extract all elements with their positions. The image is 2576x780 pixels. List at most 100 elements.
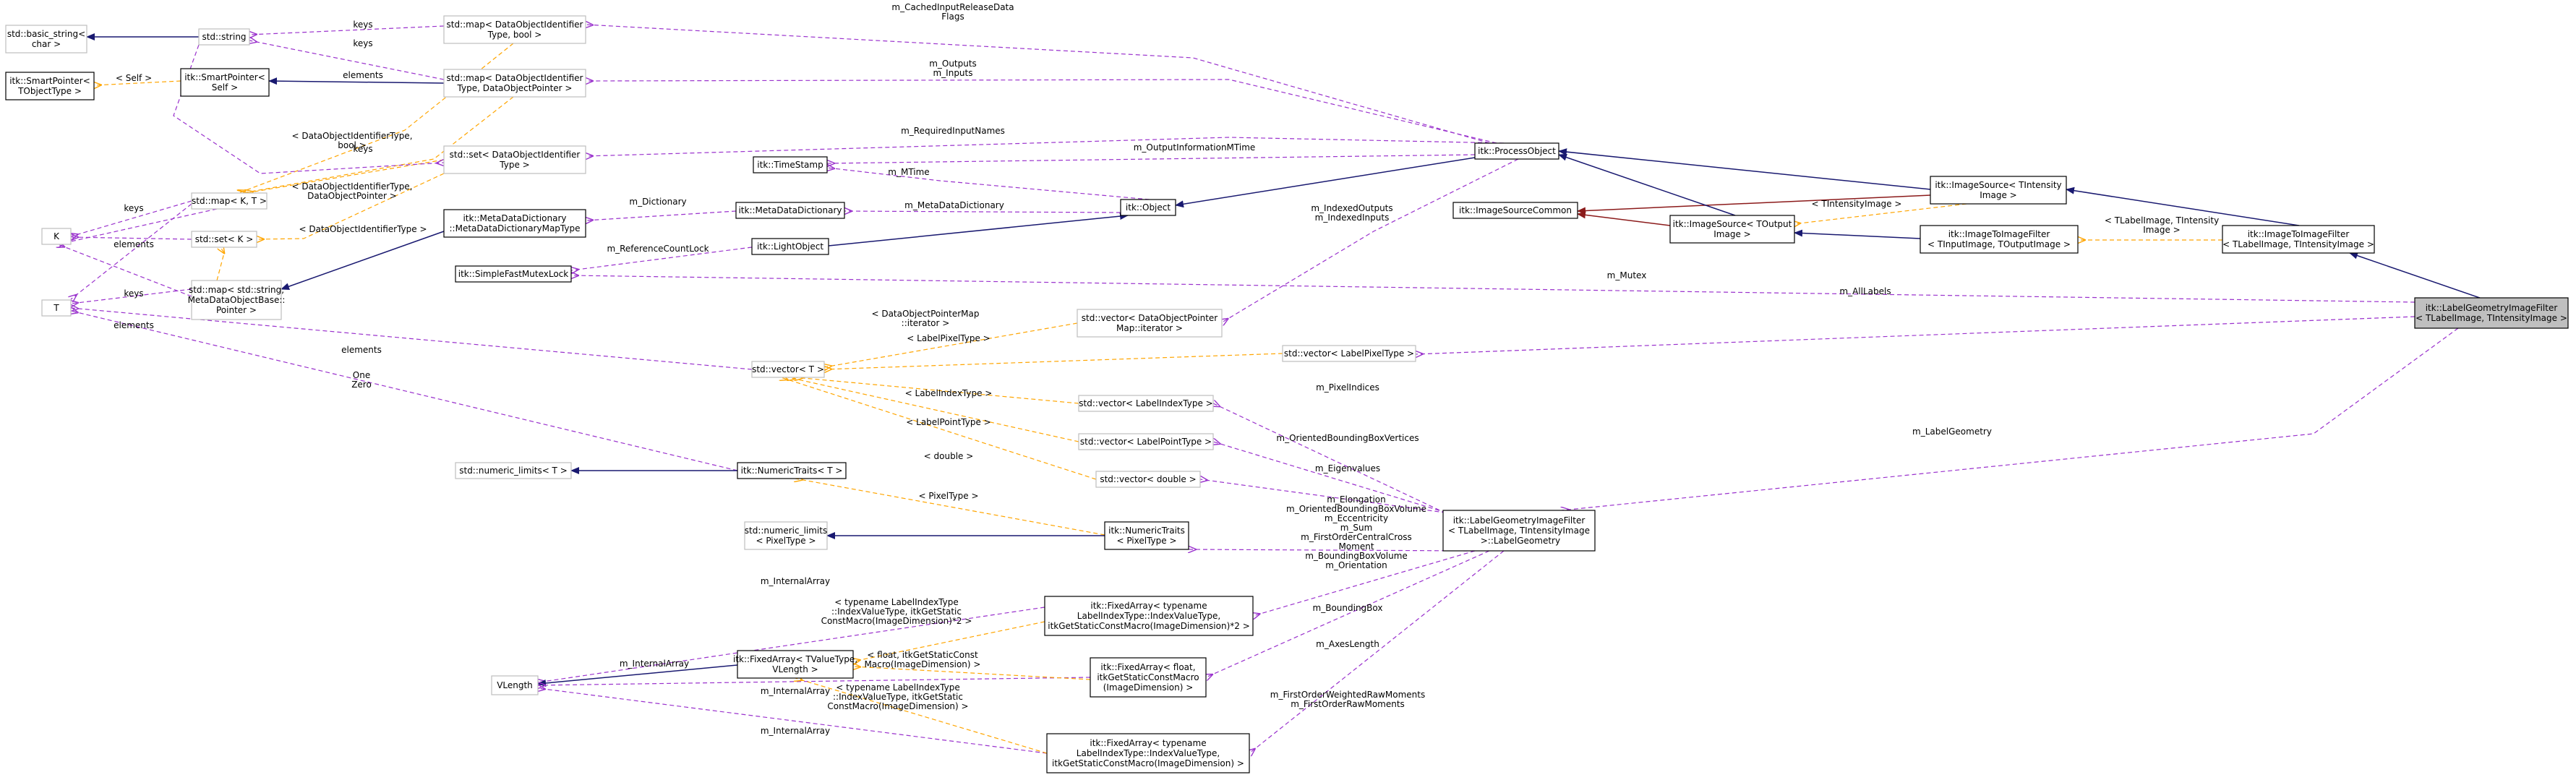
edge-label-elements-4: elements [341,345,382,355]
edge-label-ref-count-lock: m_ReferenceCountLock [607,244,709,254]
class-node-box [1095,471,1201,488]
class-node-smartpointer-tobject[interactable]: itk::SmartPointer<TObjectType > [5,72,95,100]
edge-usage-e35 [173,44,444,174]
class-node-box [2414,297,2569,329]
class-node-name: itk::SmartPointer<Self > [184,72,265,93]
edge-label-keys-5: keys [124,288,143,299]
edge-label-line: m_Dictionary [629,197,686,207]
class-node-fixedarray-float[interactable]: itk::FixedArray< float,itkGetStaticConst… [1090,657,1207,698]
edge-inherit-e20 [1558,153,1736,216]
class-node-name-line: (ImageDimension) > [1103,682,1194,693]
class-node-name: itk::SimpleFastMutexLock [458,269,569,279]
edge-template-e38 [257,173,445,239]
edge-label-line: m_InternalArray [761,726,830,736]
edge-label-line: bool > [338,140,367,150]
class-node-vector-labelpoint: std::vector< LabelPointType > [1078,433,1214,450]
class-node-box [1669,215,1795,244]
class-node-name-line: itk::FixedArray< TValueType, [733,654,857,664]
edge-label-line: DataObjectPointer > [307,191,397,201]
class-node-name-line: char > [32,39,61,49]
edge-template-e44 [824,353,1283,369]
class-node-numeric-traits-pixel[interactable]: itk::NumericTraits< PixelType > [1104,521,1189,550]
edge-label-keys-1: keys [353,20,372,30]
edge-label-keys-4: keys [124,203,143,213]
class-node-image-source-common[interactable]: itk::ImageSourceCommon [1452,202,1578,219]
class-node-box [737,462,847,479]
class-node-name: std::map< K, T > [192,196,267,206]
edge-label-line: < typename LabelIndexType [834,597,959,607]
edge-label-line: keys [124,203,143,213]
class-node-box [1046,733,1250,773]
class-node-name-line: itk::SmartPointer< [184,72,265,82]
edge-label-line: m_Outputs [929,59,977,69]
edge-label-line: < typename LabelIndexType [836,682,960,693]
class-node-t: T [41,299,72,317]
class-node-image-to-image-tlabel[interactable]: itk::ImageToImageFilter< TLabelImage, TI… [2222,225,2375,254]
edge-label-line: ConstMacro(ImageDimension)*2 > [821,616,972,626]
class-node-map-string-mdob: std::map< std::string,MetaDataObjectBase… [188,280,285,320]
edge-label-line: Moment [1338,541,1374,552]
class-node-process-object[interactable]: itk::ProcessObject [1474,142,1559,160]
class-node-name-line: VLength > [772,664,818,674]
edge-label-all-labels: m_AllLabels [1839,286,1891,296]
class-node-label-geometry[interactable]: itk::LabelGeometryImageFilter< TLabelIma… [1442,510,1596,552]
class-node-box [191,192,268,210]
edge-label-line: m_Inputs [933,68,972,78]
class-node-box [443,145,586,174]
class-node-numeric-traits-t[interactable]: itk::NumericTraits< T > [737,462,847,479]
edge-label-line: < LabelPixelType > [907,333,990,343]
edge-usage-e42 [71,308,753,370]
edge-label-line: keys [124,288,143,299]
class-node-smartpointer-self[interactable]: itk::SmartPointer<Self > [180,68,270,97]
edge-label-keys-2: keys [353,38,372,48]
edge-template-e31 [239,96,514,194]
class-node-name: itk::LabelGeometryImageFilter< TLabelIma… [2415,303,2567,323]
class-node-timestamp[interactable]: itk::TimeStamp [753,156,828,173]
edge-label-line: m_Eigenvalues [1315,463,1380,473]
class-node-box [753,156,828,173]
class-node-basic-string: std::basic_string<char > [5,25,87,53]
class-node-name: itk::LabelGeometryImageFilter< TLabelIma… [1448,515,1590,546]
class-node-box [5,72,95,100]
edge-template-e45 [795,377,1079,404]
edge-label-line: One [353,370,370,380]
class-node-itk-object[interactable]: itk::Object [1120,199,1176,216]
edge-label-line: m_BoundingBox [1313,603,1383,613]
edge-usage-e29 [1562,327,2459,510]
edge-label-eigenvalues: m_Eigenvalues [1315,463,1380,473]
edge-inherit-e12 [828,213,1129,247]
class-node-fixedarray-tvalue[interactable]: itk::FixedArray< TValueType,VLength > [733,650,857,679]
class-node-simple-mutex[interactable]: itk::SimpleFastMutexLock [455,265,572,283]
edge-label-line: m_FirstOrderRawMoments [1291,699,1405,709]
class-node-name-line: itk::FixedArray< typename [1090,601,1207,611]
class-node-name-line: std::numeric_limits< T > [459,466,568,476]
edge-template-e65 [795,678,1048,754]
class-node-lightobject[interactable]: itk::LightObject [751,238,829,255]
class-node-name-line: < TLabelImage, TIntensityImage > [2222,239,2374,249]
class-node-box [443,69,586,98]
class-node-image-to-image-tin[interactable]: itk::ImageToImageFilter< TInputImage, TO… [1920,225,2079,254]
class-node-name-line: LabelIndexType::IndexValueType, [1077,748,1220,758]
class-node-mdd[interactable]: itk::MetaDataDictionary::MetaDataDiction… [443,209,586,238]
class-node-label-geom-filter[interactable]: itk::LabelGeometryImageFilter< TLabelIma… [2414,297,2569,329]
class-node-name-line: itk::FixedArray< typename [1090,738,1206,748]
class-node-box [751,238,829,255]
class-node-name-line: Type, bool > [487,30,542,40]
class-node-name-line: itk::Object [1126,202,1171,213]
edge-label-elements-3: elements [114,320,154,330]
edge-label-internal-array-2: m_InternalArray [620,659,689,669]
class-node-name-line: std::map< K, T > [192,196,267,206]
edge-inherit-e22 [1794,229,1921,239]
class-node-metadata-dict[interactable]: itk::MetaDataDictionary [735,202,845,219]
class-node-k: K [41,228,72,245]
edge-label-line: ConstMacro(ImageDimension) > [827,701,968,711]
edge-label-line: < Self > [116,73,152,83]
